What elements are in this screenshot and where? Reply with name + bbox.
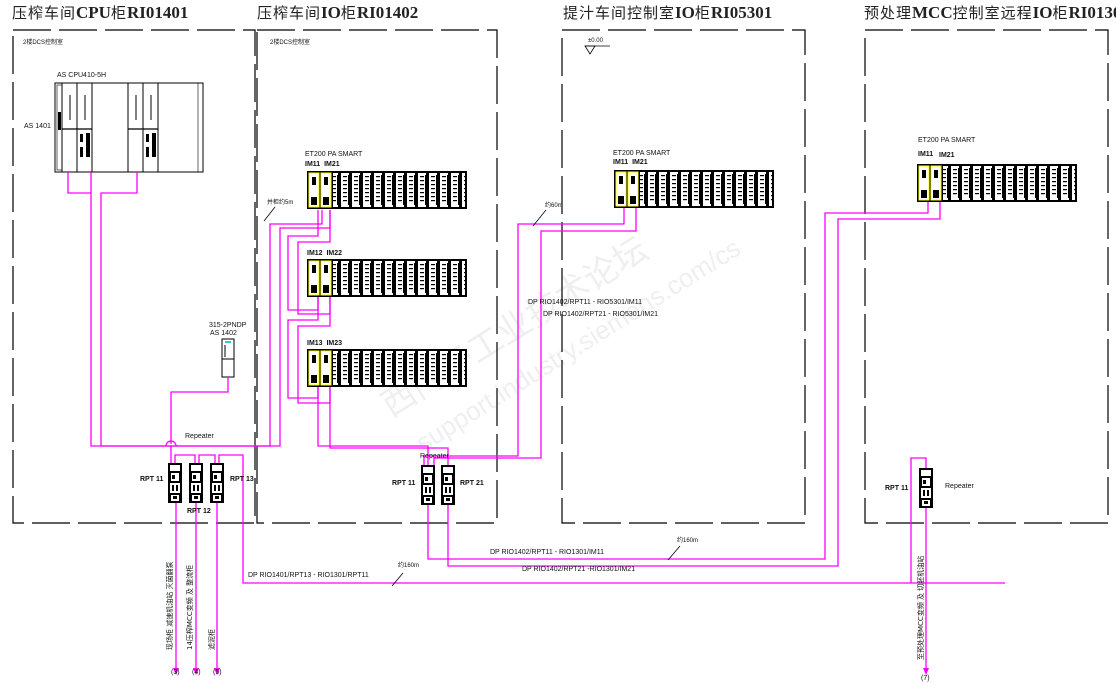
arrow-down-icon xyxy=(173,668,179,675)
title-bold: IO xyxy=(321,3,341,22)
rack3-im-label-rio1402: IM13 IM23 xyxy=(307,340,343,347)
dp-line-label-rio1402-rpt11: DP RIO1402/RPT11 - RIO1301/IM11 xyxy=(490,549,604,556)
arrowheads xyxy=(173,668,929,675)
level-label: ±0.00 xyxy=(588,38,603,44)
repeater-label-rio0130: Repeater xyxy=(945,483,974,490)
rack2-im-label-rio1402: IM12 IM22 xyxy=(307,250,343,257)
et200-rack-rio1402-1 xyxy=(306,170,468,210)
repeater-rio1401-rpt13 xyxy=(210,463,224,503)
destination-label-4: 14压榨MCC变频 及 整流柜 xyxy=(186,564,194,650)
title-bold: IO xyxy=(675,3,695,22)
repeater-rio1401-rpt11 xyxy=(168,463,182,503)
cabinet-title-rio0130: 预处理MCC控制室远程IO柜RI0130 xyxy=(864,2,1116,23)
title-bold: CPU xyxy=(76,3,111,22)
destination-3: (3) xyxy=(171,669,180,676)
et200-rack-rio1402-3 xyxy=(306,348,468,388)
cabinet-frame-rio1402 xyxy=(256,29,498,524)
profibus-cables xyxy=(67,172,1005,670)
as1401-label: AS 1401 xyxy=(24,123,51,130)
cpu315-module xyxy=(221,338,235,378)
title-prefix: 压榨车间 xyxy=(12,4,77,22)
destination-4: (4) xyxy=(192,669,201,676)
destination-label-7: 至预处理MCC变频 及 切胚机油站 xyxy=(917,555,925,660)
rpt11-label-rio1402: RPT 11 xyxy=(392,480,416,487)
repeater-rio1402-rpt11 xyxy=(421,465,435,505)
title-mid: 控制室远程 xyxy=(952,4,1033,22)
arrow-down-icon xyxy=(923,668,929,675)
dp-line-label-rio1402-rpt21: DP RIO1402/RPT21 -RIO1301/IM21 xyxy=(522,566,636,573)
cpu410-model-label: AS CPU410-5H xyxy=(57,72,107,79)
destination-5: (5) xyxy=(213,669,222,676)
rpt11-label-rio0130: RPT 11 xyxy=(885,485,909,492)
title-mid2: 柜 xyxy=(1052,4,1069,22)
et200-rack-rio5301 xyxy=(613,169,775,209)
title-code: RI0130 xyxy=(1068,3,1116,22)
cabinet-frame-rio5301 xyxy=(561,29,806,524)
title-bold: MCC xyxy=(912,3,953,22)
et200-rack-rio0130 xyxy=(916,163,1078,203)
rack1-im11-label-rio0130: IM11 xyxy=(918,151,934,158)
arrow-down-icon xyxy=(214,668,220,675)
title-mid: 柜 xyxy=(694,4,711,22)
cabinet-frame-rio1401 xyxy=(12,29,256,524)
et200-title-rio0130: ET200 PA SMART xyxy=(918,137,976,144)
leader-lines xyxy=(263,206,681,587)
room-label-rio1402: 2楼DCS控制室 xyxy=(270,40,311,46)
repeater-label-rio1401: Repeater xyxy=(185,433,214,440)
room-label-rio1401: 2楼DCS控制室 xyxy=(23,40,64,46)
title-prefix: 预处理 xyxy=(864,4,913,22)
distance-label-60m: 约60m xyxy=(545,203,563,209)
rpt21-label-rio1402: RPT 21 xyxy=(460,480,484,487)
cabinet-title-rio1402: 压榨车间IO柜RI01402 xyxy=(257,2,418,23)
title-mid: 柜 xyxy=(340,4,357,22)
cabinet-title-rio1401: 压榨车间CPU柜RI01401 xyxy=(12,2,188,23)
arrow-down-icon xyxy=(193,668,199,675)
destination-7: (7) xyxy=(921,675,930,682)
level-marker-icon xyxy=(584,45,610,55)
repeater-label-rio1402: Repeater xyxy=(420,453,449,460)
cabinet-frame-rio0130 xyxy=(864,29,1109,524)
et200-rack-rio1402-2 xyxy=(306,258,468,298)
dp-line-label-rio5301-im11: DP RIO1402/RPT11 - RIO5301/IM11 xyxy=(528,299,642,306)
title-code: RI01401 xyxy=(126,3,189,22)
destination-label-5: 滤泥柜 xyxy=(208,629,216,650)
title-code: RI05301 xyxy=(710,3,773,22)
dp-line-label-rio1401-rpt13: DP RIO1401/RPT13 - RIO1301/RPT11 xyxy=(248,572,369,579)
cpu315-model-label: 315-2PNDP xyxy=(209,322,247,329)
title-code: RI01402 xyxy=(356,3,419,22)
title-prefix: 提汁车间控制室 xyxy=(563,4,676,22)
between-cabinets-label: 并柜约5m xyxy=(267,200,294,206)
distance-label-rio1401-160m: 约160m xyxy=(398,563,420,569)
rack1-im-label-rio5301: IM11 IM21 xyxy=(613,159,648,166)
title-prefix: 压榨车间 xyxy=(257,4,322,22)
rack1-im21-label-rio0130: IM21 xyxy=(939,152,955,159)
repeater-rio1402-rpt21 xyxy=(441,465,455,505)
et200-title-rio5301: ET200 PA SMART xyxy=(613,150,671,157)
cabinet-title-rio5301: 提汁车间控制室IO柜RI05301 xyxy=(563,2,772,23)
title-bold2: IO xyxy=(1032,3,1053,22)
title-mid: 柜 xyxy=(110,4,127,22)
repeater-rio1401-rpt12 xyxy=(189,463,203,503)
repeater-rio0130-rpt11 xyxy=(919,468,933,508)
destination-label-3: 现场柜 减速机油站 灭菌翻泵 xyxy=(166,561,174,650)
rpt13-label-rio1401: RPT 13 xyxy=(230,476,254,483)
as1402-label: AS 1402 xyxy=(210,330,237,337)
et200-title-rio1402: ET200 PA SMART xyxy=(305,151,363,158)
rpt12-label-rio1401: RPT 12 xyxy=(187,508,211,515)
rpt11-label-rio1401: RPT 11 xyxy=(140,476,164,483)
rack1-im-label-rio1402: IM11 IM21 xyxy=(305,161,340,168)
distance-label-rio1402-160m: 约160m xyxy=(677,538,699,544)
dp-line-label-rio5301-im21: DP RIO1402/RPT21 - RIO5301/IM21 xyxy=(543,311,659,318)
cpu410-rack xyxy=(54,82,204,173)
